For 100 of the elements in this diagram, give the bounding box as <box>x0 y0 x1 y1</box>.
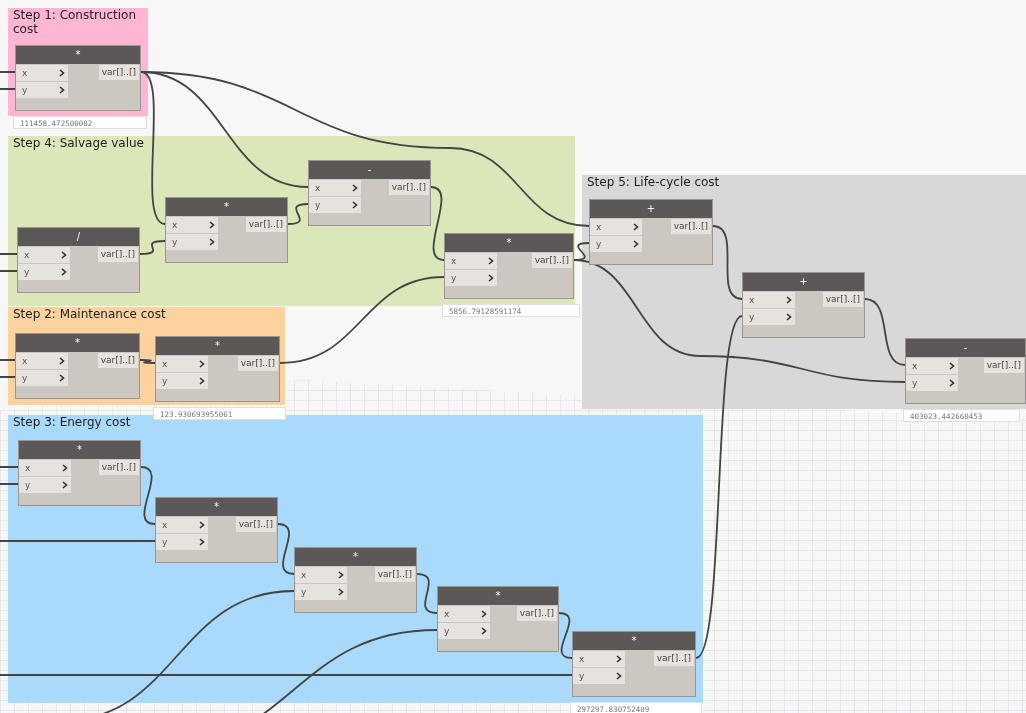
port-label: y <box>22 373 28 383</box>
operator-node <box>742 272 865 338</box>
output-port-label: var[]..[] <box>245 217 286 232</box>
group-title: Step 4: Salvage value <box>13 136 145 150</box>
port-label: x <box>579 654 585 664</box>
wire <box>695 315 743 659</box>
port-label: x <box>451 256 457 266</box>
operator-symbol: + <box>590 200 712 218</box>
port-label: y <box>749 312 755 322</box>
output-port-label: var[]..[] <box>97 353 138 368</box>
operator-node <box>444 233 574 299</box>
wire <box>0 71 16 73</box>
port-label: y <box>25 480 31 490</box>
port-label: x <box>596 222 602 232</box>
output-port-label: var[]..[] <box>98 65 139 80</box>
port-label: x <box>162 520 168 530</box>
port-label: x <box>749 295 755 305</box>
group-title: Step 5: Life-cycle cost <box>587 175 721 189</box>
wire <box>0 253 18 255</box>
operator-node <box>905 338 1026 404</box>
operator-node <box>165 197 288 263</box>
operator-node <box>589 199 713 265</box>
operator-node <box>308 160 431 226</box>
operator-node <box>572 631 696 697</box>
operator-symbol: - <box>906 339 1025 357</box>
output-port-label: var[]..[] <box>374 567 415 582</box>
output-port-label: var[]..[] <box>97 247 138 262</box>
operator-node <box>18 440 141 506</box>
operator-symbol: * <box>445 234 573 252</box>
operator-symbol: * <box>573 632 695 650</box>
wire <box>0 88 16 90</box>
operator-symbol: * <box>19 441 140 459</box>
port-label: x <box>301 570 307 580</box>
operator-symbol: * <box>166 198 287 216</box>
output-port-label: var[]..[] <box>822 292 863 307</box>
port-label: y <box>24 267 30 277</box>
port-label: y <box>22 85 28 95</box>
port-label: y <box>162 537 168 547</box>
wire <box>279 276 445 364</box>
output-port-label: var[]..[] <box>531 253 572 268</box>
operator-node <box>437 586 559 652</box>
wire <box>140 466 156 525</box>
output-port-label: var[]..[] <box>98 460 139 475</box>
operator-node <box>155 336 280 402</box>
operator-symbol: * <box>16 46 140 64</box>
operator-symbol: * <box>156 498 277 516</box>
port-label: y <box>912 378 918 388</box>
operator-symbol: + <box>743 273 864 291</box>
wire <box>864 298 906 366</box>
wire <box>0 483 19 485</box>
output-port-label: var[]..[] <box>670 219 711 234</box>
operator-node <box>15 333 140 399</box>
operator-symbol: * <box>156 337 279 355</box>
port-label: y <box>315 200 321 210</box>
operator-symbol: * <box>438 587 558 605</box>
wire <box>0 376 16 378</box>
operator-node <box>155 497 278 563</box>
port-label: y <box>172 237 178 247</box>
operator-node <box>294 547 417 613</box>
wire <box>0 359 16 361</box>
output-port-label: var[]..[] <box>237 356 278 371</box>
wire <box>0 540 156 542</box>
port-label: y <box>162 376 168 386</box>
wire <box>0 674 573 676</box>
group-title: Step 1: Construction cost <box>13 8 138 36</box>
wire <box>140 71 590 227</box>
wire <box>573 259 906 383</box>
output-port-label: var[]..[] <box>388 180 429 195</box>
output-port-label: var[]..[] <box>983 358 1024 373</box>
operator-symbol: * <box>16 334 139 352</box>
wire <box>139 359 156 364</box>
wire <box>139 240 166 255</box>
operator-symbol: * <box>295 548 416 566</box>
operator-symbol: / <box>18 228 139 246</box>
wire <box>0 466 19 468</box>
operator-symbol: - <box>309 161 430 179</box>
port-label: x <box>315 183 321 193</box>
port-label: x <box>22 356 28 366</box>
port-label: x <box>25 463 31 473</box>
port-label: y <box>579 671 585 681</box>
port-label: x <box>24 250 30 260</box>
operator-node <box>15 45 141 111</box>
output-port-label: var[]..[] <box>235 517 276 532</box>
group-title: Step 3: Energy cost <box>13 415 132 429</box>
port-label: x <box>22 68 28 78</box>
port-label: y <box>451 273 457 283</box>
wire <box>712 225 743 300</box>
port-label: x <box>912 361 918 371</box>
port-label: y <box>444 626 450 636</box>
wire <box>0 270 18 272</box>
wire <box>430 186 445 261</box>
operator-node <box>17 227 140 293</box>
port-label: x <box>162 359 168 369</box>
wire <box>287 203 309 225</box>
output-port-label: var[]..[] <box>516 606 557 621</box>
port-label: y <box>596 239 602 249</box>
output-port-label: var[]..[] <box>653 651 694 666</box>
port-label: x <box>444 609 450 619</box>
port-label: y <box>301 587 307 597</box>
group-title: Step 2: Maintenance cost <box>13 307 167 321</box>
